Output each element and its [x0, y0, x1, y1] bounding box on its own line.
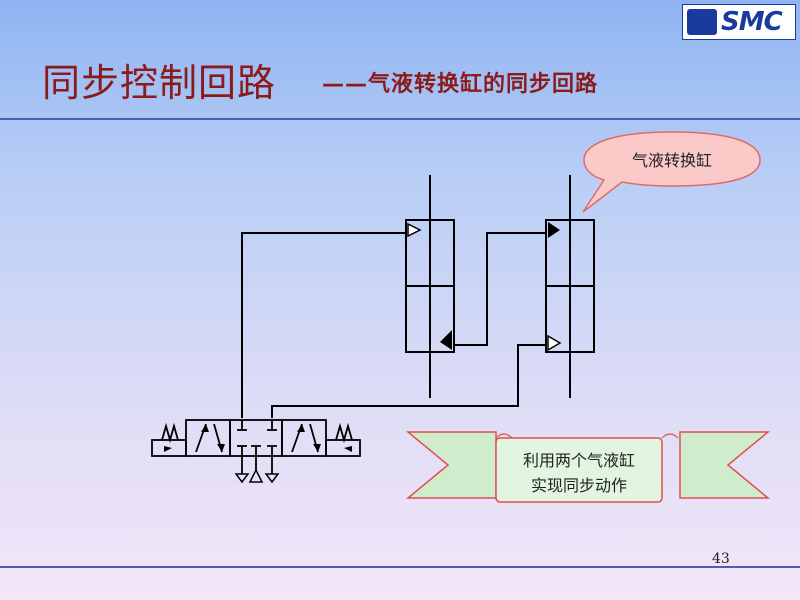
- cylinder-2-top-port-icon: [548, 222, 560, 238]
- cylinder-1-top-port-icon: [407, 222, 422, 238]
- header-divider: [0, 118, 800, 120]
- callout-label: 气液转换缸: [632, 151, 712, 170]
- valve-arrowheads: [164, 424, 352, 452]
- cylinder-2: [545, 175, 595, 398]
- directional-valve: [151, 419, 361, 474]
- cylinder-2-bottom-port-icon: [547, 334, 562, 352]
- page-number: 43: [712, 551, 730, 567]
- banner-line-2: 实现同步动作: [531, 476, 627, 495]
- cylinder-1: [405, 175, 455, 398]
- banner-line-1: 利用两个气液缸: [523, 451, 635, 470]
- pipe-lines: [241, 232, 546, 418]
- page-subtitle: ——气液转换缸的同步回路: [322, 72, 599, 97]
- page-title: 同步控制回路: [42, 61, 277, 105]
- smc-logo-mark-icon: [687, 9, 717, 35]
- smc-logo-text: SMC: [721, 7, 783, 37]
- footer-divider: [0, 566, 800, 568]
- ribbon-banner: 利用两个气液缸 实现同步动作: [405, 431, 771, 503]
- cylinder-1-bottom-port-icon: [440, 330, 452, 350]
- callout-bubble: 气液转换缸: [582, 131, 761, 213]
- valve-port-symbols: [234, 468, 280, 484]
- smc-logo: SMC: [682, 4, 796, 40]
